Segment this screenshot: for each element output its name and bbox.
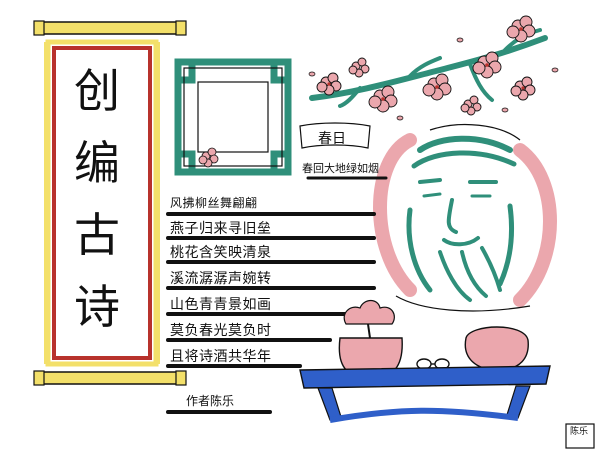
falling-petals [308, 37, 559, 121]
window-blossom [198, 147, 219, 168]
blossom-1 [316, 72, 342, 96]
brow-left [418, 178, 442, 184]
heading-box [299, 122, 371, 149]
halo-left [373, 133, 417, 297]
table-top [299, 365, 551, 389]
beard-3 [480, 246, 502, 292]
table-leg-right [505, 385, 531, 419]
scroll-top-knob-left [33, 20, 45, 36]
right-pot [464, 326, 529, 371]
scroll-top-knob-right [175, 20, 187, 36]
halo-right [513, 143, 557, 307]
bonsai-foliage [343, 299, 395, 325]
blossom-centers [327, 27, 525, 101]
poem-line-1: 风拂柳丝舞翩翩 [170, 196, 258, 210]
blossom-3 [422, 73, 452, 101]
branch-twig-4 [338, 86, 362, 108]
shoulders [395, 295, 531, 312]
poem-author: 作者陈乐 [186, 394, 235, 408]
face-left [406, 207, 433, 293]
plum-branch [309, 28, 548, 108]
bonsai-trunk [367, 323, 371, 339]
poem-subtitle: 春回大地绿如烟 [302, 162, 379, 175]
poem-line-5: 山色青青景如画 [170, 297, 272, 313]
scroll-left-edge [44, 42, 48, 364]
scroll-bottom-knob-left [33, 370, 45, 386]
title-char-4: 诗 [74, 280, 120, 334]
poem-line-6: 莫负春光莫负时 [170, 323, 272, 339]
window-frame [174, 58, 292, 176]
branch-twig-2 [468, 62, 494, 102]
scroll-top-rod [39, 21, 181, 35]
poem-line-7: 且将诗酒共华年 [170, 349, 272, 365]
title-scroll [33, 20, 187, 386]
title-char-1: 创 [74, 64, 120, 118]
signature-text: 陈乐 [570, 427, 589, 437]
signature-box [565, 423, 595, 449]
poem-heading: 春日 [318, 131, 346, 147]
moustache [442, 236, 480, 247]
poem-line-4: 溪流潺潺声婉转 [170, 271, 272, 287]
eye-left [422, 192, 442, 198]
window-inner-lines [183, 67, 283, 167]
scroll-red-frame [52, 46, 152, 360]
blossom-8 [460, 95, 482, 116]
beard-2 [460, 250, 488, 298]
poem-line-3: 桃花含笑映清泉 [170, 245, 272, 261]
bonsai-pot [338, 299, 403, 379]
scroll-paper [45, 39, 159, 367]
scroll-bottom-knob-right [175, 370, 187, 386]
window-outer [174, 58, 292, 176]
beard-1 [438, 250, 472, 302]
blue-table [299, 365, 551, 423]
plum-blossoms [316, 15, 536, 116]
table-leg-left [317, 387, 343, 421]
blossom-2 [368, 85, 398, 113]
blossom-7 [348, 57, 370, 78]
halo-top-line [429, 123, 521, 141]
poem-line-2: 燕子归来寻旧垒 [170, 221, 272, 237]
table-brace [329, 407, 519, 423]
hat-stroke-2 [411, 150, 517, 169]
nose [446, 198, 458, 234]
face-right [497, 203, 515, 287]
sage-portrait [373, 123, 557, 312]
title-char-2: 编 [74, 136, 120, 190]
poem-rules [166, 212, 376, 414]
hat-stroke-1 [417, 135, 513, 153]
scroll-right-edge [156, 42, 160, 364]
scroll-bottom-rod [39, 371, 181, 385]
branch-twig-1 [408, 56, 442, 78]
title-char-3: 古 [74, 208, 120, 262]
